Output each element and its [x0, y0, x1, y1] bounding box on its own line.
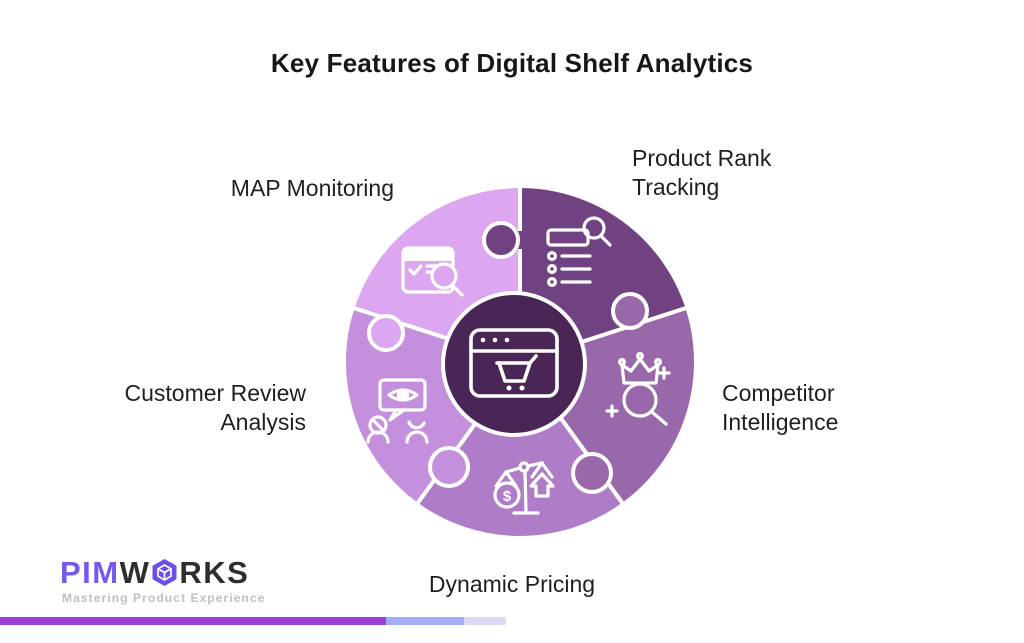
label-map-monitoring: MAP Monitoring — [230, 175, 394, 201]
page-title: Key Features of Digital Shelf Analytics — [270, 48, 754, 78]
logo-tagline: Mastering Product Experience — [62, 591, 266, 605]
logo-text-rks: RKS — [179, 554, 250, 590]
pimworks-logo: PIM W RKS — [60, 555, 249, 589]
search-result-list-icon — [546, 216, 612, 287]
crowned-competitor-magnifier-icon — [605, 352, 671, 426]
logo-text-pim: PIM — [60, 554, 120, 590]
knob-product-rank — [482, 221, 520, 259]
puzzle-wheel-diagram: $ — [342, 184, 698, 540]
knob-competitor-bottom — [571, 452, 613, 494]
bottom-progress-bar — [0, 617, 506, 625]
svg-text:$: $ — [503, 488, 512, 505]
webpage-checklist-magnifier-icon — [401, 246, 464, 297]
puzzle-knobs — [367, 221, 649, 494]
ecommerce-browser-cart-icon — [469, 328, 559, 398]
logo-cube-hexagon-icon — [152, 558, 177, 586]
label-product-rank-tracking: Product Rank Tracking — [632, 145, 772, 200]
label-customer-review-analysis: Customer Review Analysis — [124, 380, 307, 435]
progress-segment-tertiary — [464, 617, 506, 625]
knob-customer — [428, 446, 470, 488]
progress-segment-secondary — [386, 617, 464, 625]
knob-map — [367, 314, 405, 352]
label-competitor-intelligence: Competitor Intelligence — [722, 380, 839, 435]
progress-segment-primary — [0, 617, 386, 625]
review-eye-people-icon — [366, 378, 429, 444]
balance-scale-price-icon: $ — [493, 461, 555, 515]
knob-competitor-top — [611, 292, 649, 330]
logo-text-w: W — [119, 554, 151, 590]
label-dynamic-pricing: Dynamic Pricing — [428, 571, 596, 597]
segment-dynamic-pricing — [414, 360, 626, 540]
